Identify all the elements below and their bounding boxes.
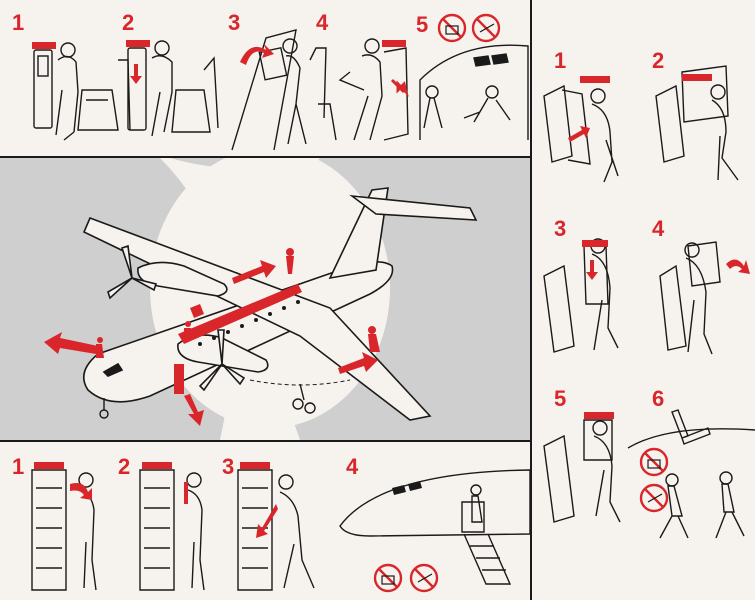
top-step-2: 2 <box>122 10 135 35</box>
bottom-step-4: 4 <box>346 454 359 479</box>
right-column: 1 2 3 4 5 6 <box>532 0 755 600</box>
exit-arrow-icon <box>240 44 274 65</box>
right-step-5: 5 <box>554 386 567 411</box>
top-step-5: 5 <box>416 12 429 37</box>
right-step-6: 6 <box>652 386 665 411</box>
bottom-step-1: 1 <box>12 454 25 479</box>
bottom-step-2: 2 <box>118 454 131 479</box>
right-step-4: 4 <box>652 216 665 241</box>
exit-arrow-icon <box>232 260 276 284</box>
top-strip: 1 2 3 4 5 <box>0 0 530 156</box>
bottom-strip-illustration <box>31 462 530 593</box>
no-luggage-icon <box>373 563 403 593</box>
right-step-2: 2 <box>652 48 665 73</box>
divider-vertical <box>530 0 532 600</box>
no-luggage-icon <box>437 13 467 43</box>
right-step-1: 1 <box>554 48 567 73</box>
top-step-4: 4 <box>316 10 329 35</box>
exit-sign <box>32 42 56 49</box>
top-strip-illustration <box>32 13 529 151</box>
aircraft-overview <box>0 158 530 440</box>
divider-top <box>0 156 530 158</box>
right-column-illustration <box>543 65 755 539</box>
top-step-3: 3 <box>228 10 241 35</box>
bottom-step-3: 3 <box>222 454 235 479</box>
no-luggage-icon <box>639 447 669 477</box>
top-step-1: 1 <box>12 10 25 35</box>
escape-routes <box>44 248 380 426</box>
bottom-strip: 1 2 3 4 <box>0 442 530 600</box>
aircraft-illustration <box>0 158 530 440</box>
right-step-3: 3 <box>554 216 567 241</box>
divider-bottom <box>0 440 530 442</box>
